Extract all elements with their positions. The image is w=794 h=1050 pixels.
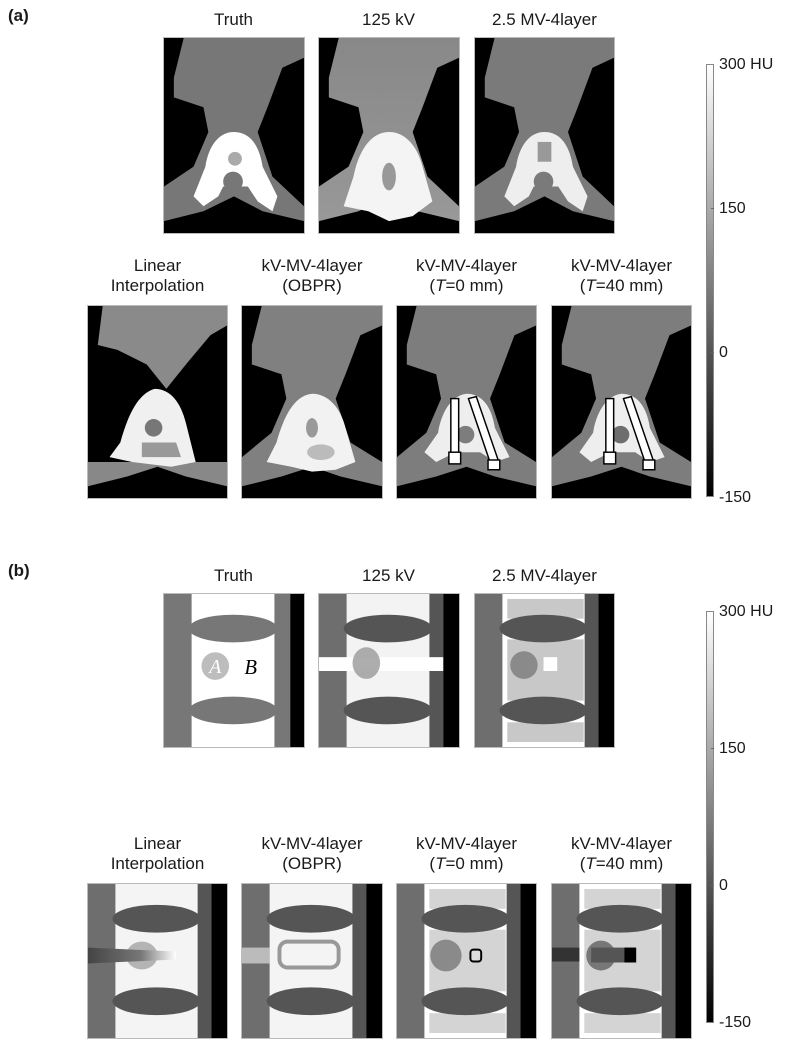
colorbar-b-max-label: 300 HU	[719, 603, 774, 620]
colorbar-a-min-label: -150	[719, 489, 752, 506]
caption-subtitle: Interpolation	[110, 854, 205, 873]
caption-a-truth: Truth	[213, 10, 254, 29]
ct-image-b-25mv	[474, 593, 615, 748]
caption-subtitle: Interpolation	[110, 276, 205, 295]
caption-subtitle: (T=40 mm)	[579, 854, 664, 873]
ct-image-b-linear	[87, 883, 228, 1039]
caption-title: kV-MV-4layer	[415, 834, 518, 853]
caption-b-t0: kV-MV-4layer (T=0 mm)	[396, 834, 537, 874]
caption-a-125kv: 125 kV	[362, 10, 415, 29]
ct-image-a-25mv	[474, 37, 615, 234]
colorbar-tick	[711, 748, 714, 749]
caption-b-truth: Truth	[213, 566, 254, 585]
caption-subtitle: (T=40 mm)	[579, 276, 664, 295]
colorbar-b-0-label: 0	[719, 877, 728, 894]
caption-b-linear: Linear Interpolation	[87, 834, 228, 874]
colorbar-b	[706, 611, 714, 1023]
caption-b-25mv: 2.5 MV-4layer	[492, 566, 597, 585]
caption-a-t40: kV-MV-4layer (T=40 mm)	[551, 256, 692, 296]
caption-b-obpr: kV-MV-4layer (OBPR)	[241, 834, 383, 874]
colorbar-b-min-label: -150	[719, 1014, 752, 1031]
colorbar-a-max-label: 300 HU	[719, 56, 774, 73]
panel-label-b: (b)	[8, 561, 30, 580]
colorbar-a	[706, 64, 714, 497]
colorbar-tick	[711, 885, 714, 886]
ct-image-b-t0	[396, 883, 537, 1039]
caption-title: Linear	[133, 256, 182, 275]
colorbar-tick	[711, 208, 714, 209]
colorbar-a-150-label: 150	[719, 200, 746, 217]
colorbar-b-150-label: 150	[719, 740, 746, 757]
caption-a-t0: kV-MV-4layer (T=0 mm)	[396, 256, 537, 296]
ct-image-a-truth	[163, 37, 305, 234]
ct-image-b-125kv	[318, 593, 460, 748]
ct-image-a-t40	[551, 305, 692, 499]
panel-label-a: (a)	[8, 6, 29, 25]
caption-subtitle: (OBPR)	[282, 854, 342, 873]
caption-a-linear: Linear Interpolation	[87, 256, 228, 296]
caption-a-25mv: 2.5 MV-4layer	[492, 10, 597, 29]
ct-image-a-obpr	[241, 305, 383, 499]
caption-title: Linear	[133, 834, 182, 853]
colorbar-a-0-label: 0	[719, 344, 728, 361]
caption-b-t40: kV-MV-4layer (T=40 mm)	[551, 834, 692, 874]
caption-title: kV-MV-4layer	[570, 834, 673, 853]
colorbar-tick	[711, 352, 714, 353]
caption-subtitle: (T=0 mm)	[429, 854, 504, 873]
ct-image-b-t40	[551, 883, 692, 1039]
ct-image-a-t0	[396, 305, 537, 499]
caption-subtitle: (OBPR)	[282, 276, 342, 295]
ct-image-b-obpr	[241, 883, 383, 1039]
caption-title: kV-MV-4layer	[261, 834, 363, 853]
caption-subtitle: (T=0 mm)	[429, 276, 504, 295]
ct-image-a-linear	[87, 305, 228, 499]
caption-title: kV-MV-4layer	[261, 256, 363, 275]
caption-b-125kv: 125 kV	[362, 566, 415, 585]
region-label-b: B	[244, 657, 257, 679]
ct-image-a-125kv	[318, 37, 460, 234]
caption-a-obpr: kV-MV-4layer (OBPR)	[241, 256, 383, 296]
region-label-a: A	[207, 656, 222, 678]
caption-title: kV-MV-4layer	[570, 256, 673, 275]
caption-title: kV-MV-4layer	[415, 256, 518, 275]
ct-image-b-truth: A B	[163, 593, 305, 748]
